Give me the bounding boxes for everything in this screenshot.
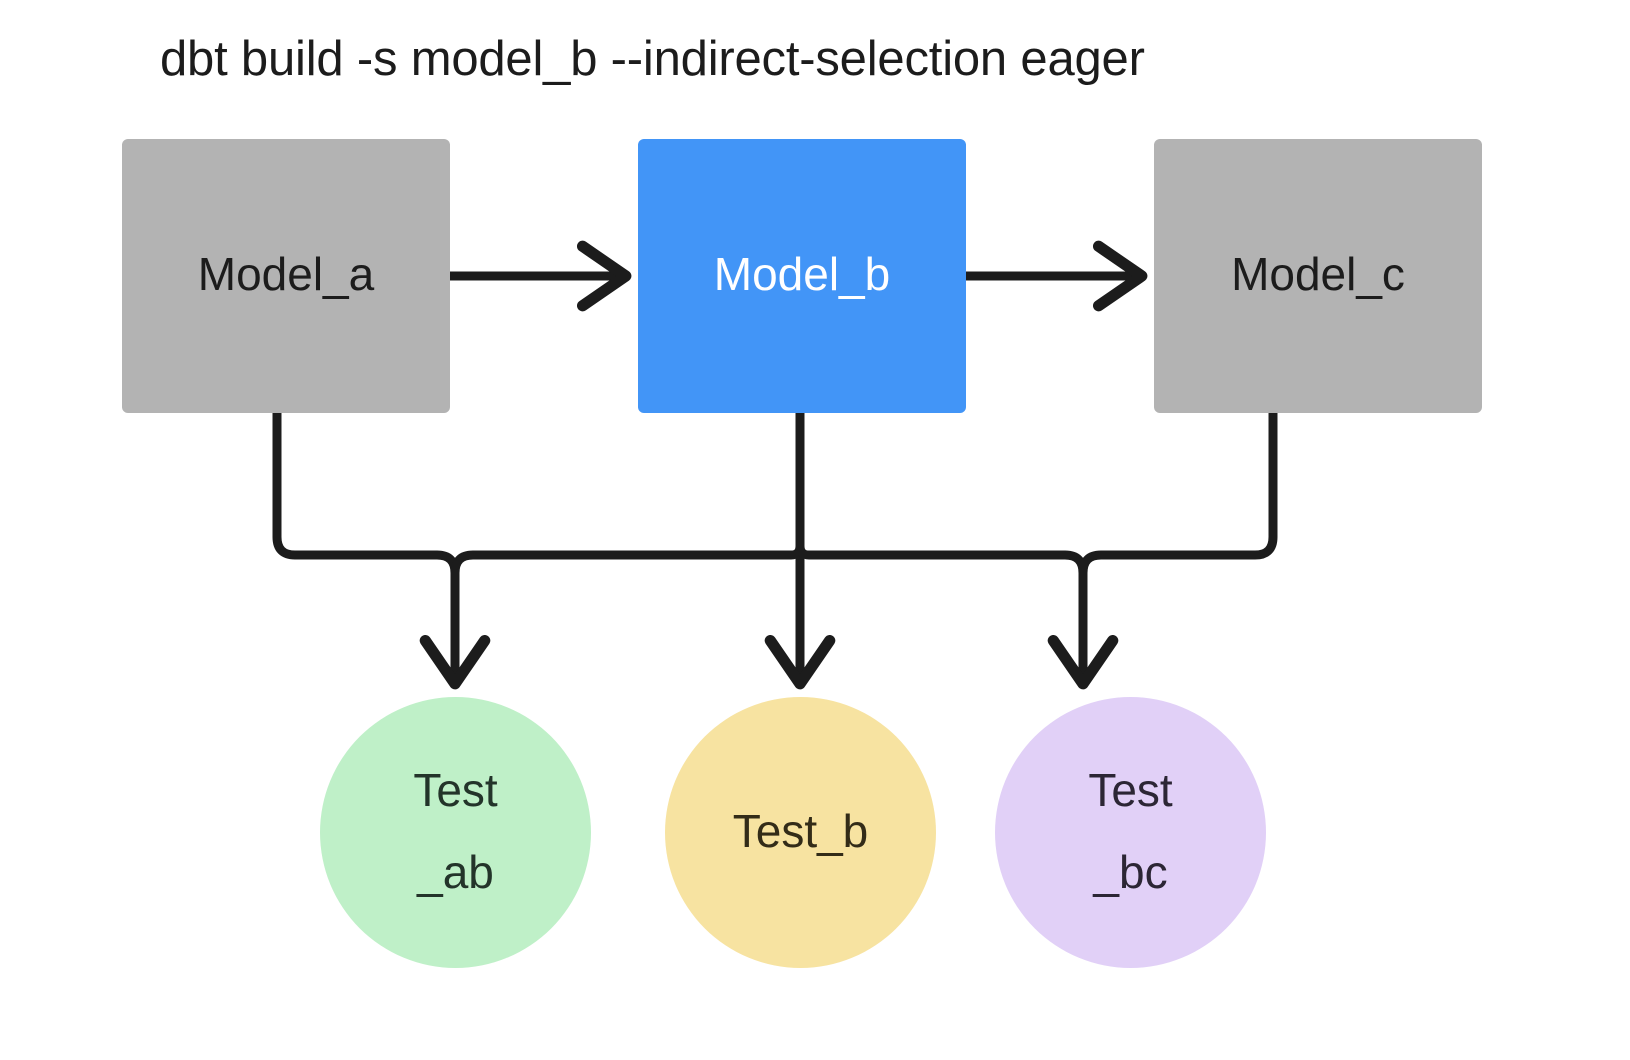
node-test-ab-label: Test _ab <box>413 763 498 898</box>
node-model-a[interactable]: Model_a <box>122 139 450 413</box>
edge-model-b-to-test-bc <box>795 413 1088 574</box>
node-model-c-label: Model_c <box>1231 248 1405 300</box>
edge-model-a-to-test-ab <box>272 413 455 682</box>
node-model-b-label: Model_b <box>713 248 891 300</box>
node-test-b[interactable]: Test_b <box>665 697 936 968</box>
node-test-b-label: Test_b <box>732 804 869 857</box>
node-test-bc[interactable]: Test _bc <box>995 697 1266 968</box>
node-test-ab[interactable]: Test _ab <box>320 697 591 968</box>
node-model-a-label: Model_a <box>197 248 375 300</box>
node-test-bc-label: Test _bc <box>1088 763 1173 898</box>
edge-model-c-to-test-bc <box>1083 413 1278 682</box>
node-model-c[interactable]: Model_c <box>1154 139 1482 413</box>
node-model-b[interactable]: Model_b <box>638 139 966 413</box>
diagram-title: dbt build -s model_b --indirect-selectio… <box>160 32 1145 86</box>
edge-model-b-to-test-ab <box>450 413 805 574</box>
